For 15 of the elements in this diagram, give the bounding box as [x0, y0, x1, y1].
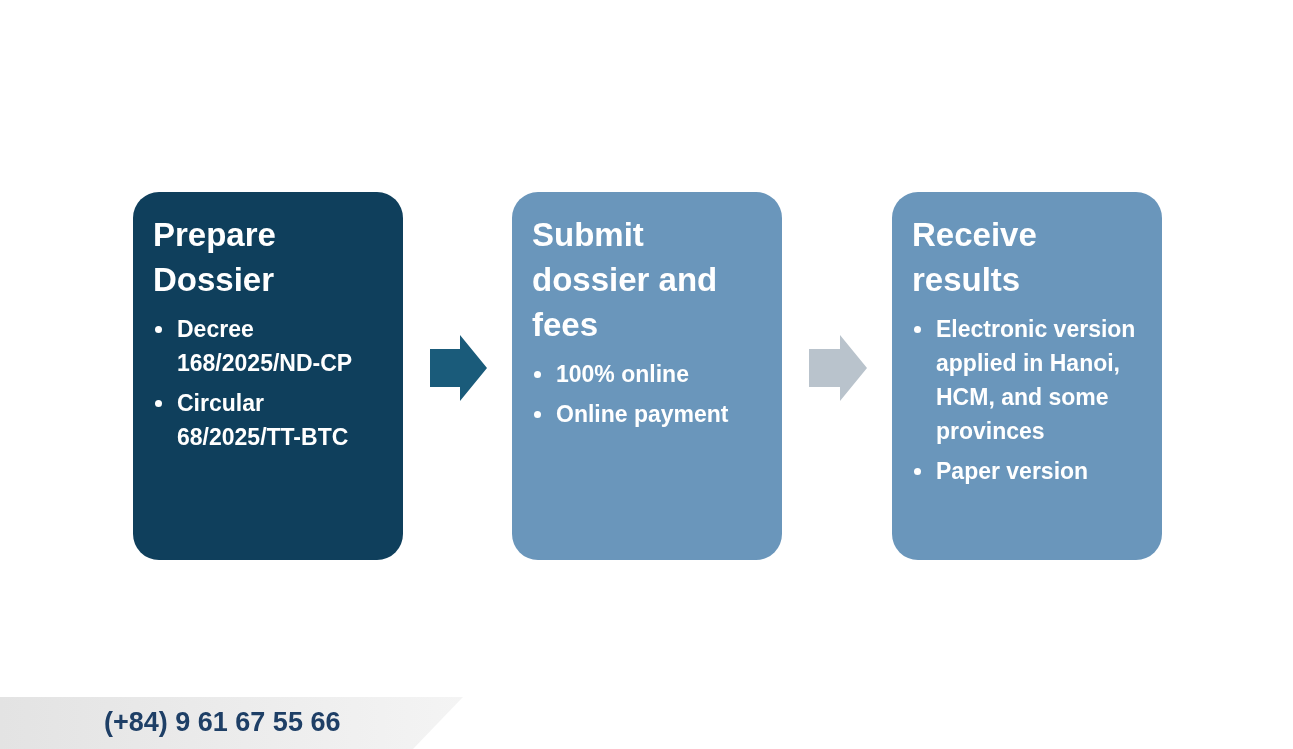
block-arrow: [809, 335, 867, 401]
bullet-item: Paper version: [912, 454, 1148, 488]
bullet-item: 100% online: [532, 357, 768, 391]
bullet-item: Electronic version applied in Hanoi, HCM, and some provinces: [912, 312, 1148, 448]
process-card: [512, 192, 782, 560]
phone-number: (+84) 9 61 67 55 66: [104, 707, 341, 738]
block-arrow: [430, 335, 487, 401]
step-heading: Prepare Dossier: [153, 215, 277, 300]
bullet-item: Circular 68/2025/TT-BTC: [153, 386, 389, 454]
step-heading: Submit dossier and fees: [532, 215, 719, 345]
process-card: [133, 192, 403, 560]
bullet-item: Decree 168/2025/ND-CP: [153, 312, 389, 380]
step-heading: Receive results: [912, 215, 1038, 300]
bullet-item: Online payment: [532, 397, 768, 431]
process-card: [892, 192, 1162, 560]
